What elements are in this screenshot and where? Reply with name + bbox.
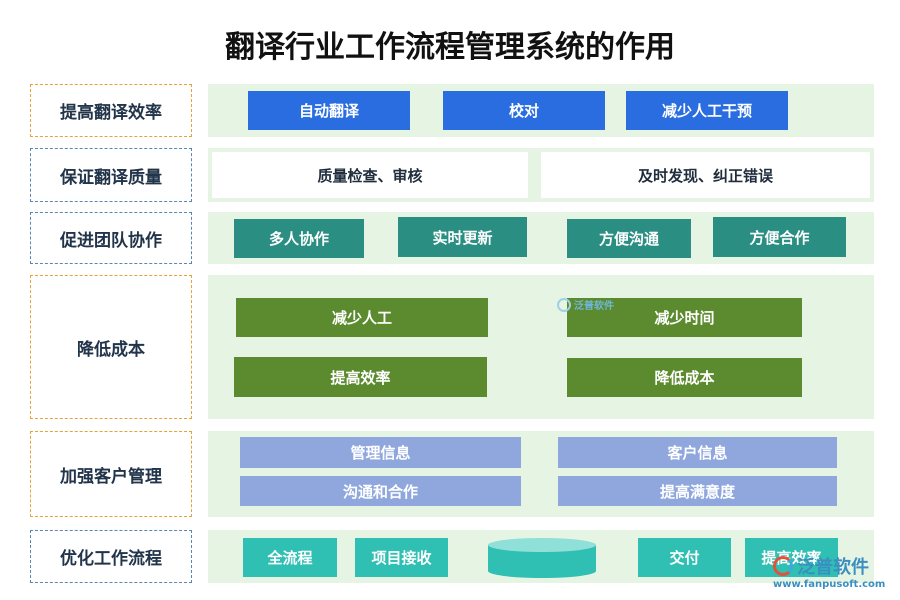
brand-name: 泛普软件 xyxy=(797,557,869,578)
item-realtime-update: 实时更新 xyxy=(398,217,527,257)
brand-logo-icon xyxy=(773,556,793,576)
row-label-efficiency: 提高翻译效率 xyxy=(30,84,192,137)
item-easy-cooperation: 方便合作 xyxy=(713,217,846,257)
center-watermark: 泛普软件 xyxy=(557,297,614,312)
item-lower-cost: 降低成本 xyxy=(567,358,802,397)
row-label-quality: 保证翻译质量 xyxy=(30,148,192,202)
row-panel-cost xyxy=(208,275,874,419)
item-full-process: 全流程 xyxy=(243,538,337,577)
database-cylinder-icon xyxy=(488,538,596,578)
item-quality-check: 质量检查、审核 xyxy=(212,152,528,198)
row-label-customer: 加强客户管理 xyxy=(30,431,192,517)
item-easy-communication: 方便沟通 xyxy=(567,219,691,258)
item-manage-info: 管理信息 xyxy=(240,437,521,468)
item-reduce-intervention: 减少人工干预 xyxy=(626,91,788,130)
item-customer-info: 客户信息 xyxy=(558,437,837,468)
item-find-fix-errors: 及时发现、纠正错误 xyxy=(541,152,870,198)
center-watermark-text: 泛普软件 xyxy=(574,301,614,312)
item-communicate-cooperate: 沟通和合作 xyxy=(240,476,521,506)
row-label-cost: 降低成本 xyxy=(30,275,192,419)
item-multi-collab: 多人协作 xyxy=(234,219,364,258)
item-satisfaction: 提高满意度 xyxy=(558,476,837,506)
item-proofread: 校对 xyxy=(443,91,605,130)
item-raise-efficiency: 提高效率 xyxy=(234,357,487,397)
item-delivery: 交付 xyxy=(638,538,731,577)
item-project-receive: 项目接收 xyxy=(355,538,448,577)
page-title: 翻译行业工作流程管理系统的作用 xyxy=(225,30,675,65)
row-label-workflow: 优化工作流程 xyxy=(30,530,192,583)
brand-url: www.fanpusoft.com xyxy=(773,579,886,590)
item-reduce-labor: 减少人工 xyxy=(236,298,488,337)
row-label-teamwork: 促进团队协作 xyxy=(30,212,192,264)
watermark-logo-icon xyxy=(557,297,571,312)
item-auto-translate: 自动翻译 xyxy=(248,91,410,130)
item-reduce-time: 减少时间 xyxy=(567,298,802,337)
brand-watermark: 泛普软件 www.fanpusoft.com xyxy=(773,553,885,590)
